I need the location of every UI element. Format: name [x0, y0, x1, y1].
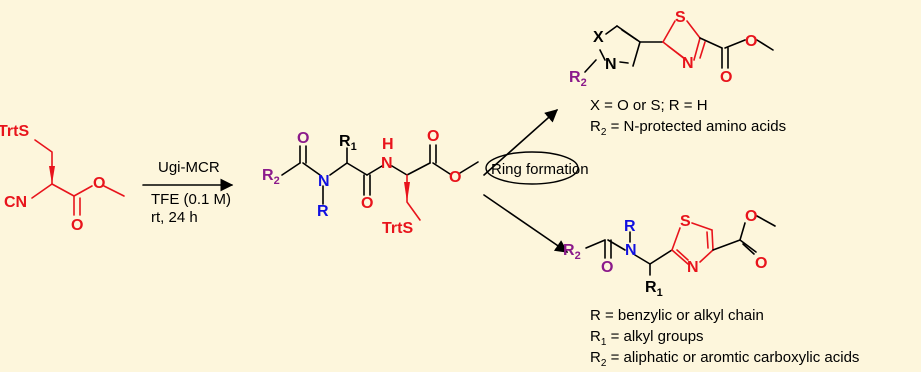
thiazole-s-label: S: [680, 213, 691, 230]
bottom-note-r1: R1 = alkyl groups: [590, 328, 704, 348]
top-note-r2: R2 = N-protected amino acids: [590, 118, 786, 138]
ester-o-label: O: [449, 169, 461, 186]
r2-label: R2: [569, 69, 587, 89]
amide-n-label: N: [625, 242, 637, 259]
ester-o-label: O: [93, 175, 105, 192]
bottom-note-r2: R2 = aliphatic or aromtic carboxylic aci…: [590, 349, 859, 369]
bottom-note-r: R = benzylic or alkyl chain: [590, 307, 764, 324]
x-label: X: [593, 29, 604, 46]
ester-carbonyl-o-label: O: [427, 128, 439, 145]
middle-n-label: N: [381, 155, 393, 172]
ester-o-label: O: [745, 33, 757, 50]
r-label: R: [317, 203, 329, 220]
oxazole-n-label: N: [605, 56, 617, 73]
ester-o-label: O: [745, 208, 757, 225]
ring-formation-ellipse: [485, 151, 579, 185]
solvent-label: TFE (0.1 M): [151, 191, 231, 208]
amide-o-label: O: [601, 259, 613, 276]
cn-label: CN: [4, 194, 27, 211]
amide-n-label: N: [318, 173, 330, 190]
r2-label: R2: [563, 242, 581, 262]
middle-o-label: O: [361, 195, 373, 212]
carbonyl-o-label: O: [71, 217, 83, 234]
r1-label: R1: [645, 279, 663, 299]
reaction-name: Ugi-MCR: [158, 159, 220, 176]
top-note-x: X = O or S; R = H: [590, 97, 708, 114]
r1-label: R1: [339, 133, 357, 153]
trts-label: TrtS: [382, 220, 413, 237]
nh-h-label: H: [382, 136, 394, 153]
starting-isocyanide: TrtS CN O O: [0, 123, 125, 234]
carbonyl-o-label: O: [720, 69, 732, 86]
ugi-reaction-arrow: Ugi-MCR TFE (0.1 M) rt, 24 h: [142, 159, 234, 226]
ring-formation-arrows: Ring formation: [483, 109, 589, 253]
time-label: rt, 24 h: [151, 209, 198, 226]
product-bis-heterocycle: X N S N O O R2 X = O or S; R = H R2 = N-…: [569, 9, 786, 138]
ugi-product: R2 O N R R1 O H N O O TrtS: [262, 128, 479, 237]
carbonyl-o-label: O: [755, 255, 767, 272]
trts-label: TrtS: [0, 123, 29, 140]
ring-formation-label: Ring formation: [491, 161, 589, 178]
amide-o-label: O: [297, 130, 309, 147]
r-label: R: [624, 218, 636, 235]
thiazole-n-label: N: [682, 55, 694, 72]
thiazole-n-label: N: [687, 259, 699, 276]
product-thiazole-amide: R N S N O O R2 O R1 R = benzylic or alky…: [563, 208, 859, 369]
r2-label: R2: [262, 167, 280, 187]
thiazole-s-label: S: [675, 9, 686, 26]
